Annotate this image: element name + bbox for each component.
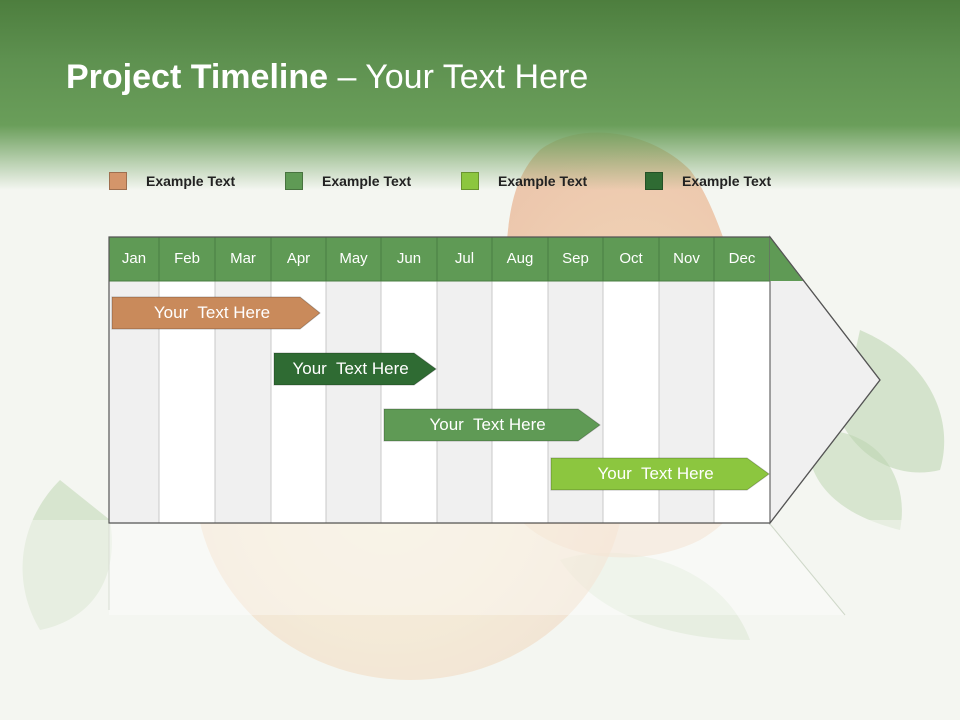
month-column	[491, 280, 549, 524]
month-header-cell	[658, 236, 715, 282]
month-label-apr: Apr	[286, 250, 311, 267]
month-label-jul: Jul	[454, 250, 475, 267]
task-bar-label: Your Text Here	[429, 415, 546, 434]
task-bar	[111, 296, 321, 330]
task-bar-label: Your Text Here	[597, 464, 714, 483]
month-header-cell	[602, 236, 660, 282]
page-title: Project Timeline – Your Text Here	[66, 58, 588, 97]
month-header-cell	[270, 236, 327, 282]
month-label-oct: Oct	[619, 250, 643, 267]
legend-label: Example Text	[146, 173, 236, 189]
month-header-cell	[158, 236, 216, 282]
month-column	[325, 280, 382, 524]
month-label-mar: Mar	[230, 250, 256, 267]
task-bar-label: Your Text Here	[153, 303, 271, 322]
legend-swatch	[285, 172, 303, 190]
month-header-cell	[436, 236, 493, 282]
task-bar	[273, 352, 437, 386]
month-column	[380, 280, 438, 524]
header-band	[0, 0, 960, 190]
month-label-nov: Nov	[673, 250, 700, 267]
title-bold: Project Timeline	[66, 58, 329, 96]
month-header-cell	[325, 236, 382, 282]
legend-label: Example Text	[498, 173, 588, 189]
title-rest: – Your Text Here	[328, 58, 589, 96]
legend-item-2: Example Text	[285, 170, 411, 192]
month-label-dec: Dec	[728, 250, 756, 267]
task-bar-label: Your Text Here	[292, 359, 409, 378]
month-label-may: May	[339, 250, 368, 267]
month-header-cell	[713, 236, 771, 282]
legend-item-4: Example Text	[645, 170, 771, 192]
legend-label: Example Text	[322, 173, 412, 189]
task-bar	[550, 457, 770, 491]
month-label-aug: Aug	[506, 250, 534, 267]
month-column	[436, 280, 493, 524]
task-bar	[383, 408, 601, 442]
legend-swatch	[461, 172, 479, 190]
month-header-cell	[214, 236, 272, 282]
month-label-feb: Feb	[174, 250, 200, 267]
month-label-jun: Jun	[396, 250, 422, 267]
month-header-cell	[491, 236, 549, 282]
legend-item-1: Example Text	[109, 170, 235, 192]
month-label-jan: Jan	[121, 250, 147, 267]
legend-swatch	[109, 172, 127, 190]
legend-item-3: Example Text	[461, 170, 587, 192]
month-label-sep: Sep	[562, 250, 589, 267]
legend-label: Example Text	[682, 173, 772, 189]
legend-swatch	[645, 172, 663, 190]
